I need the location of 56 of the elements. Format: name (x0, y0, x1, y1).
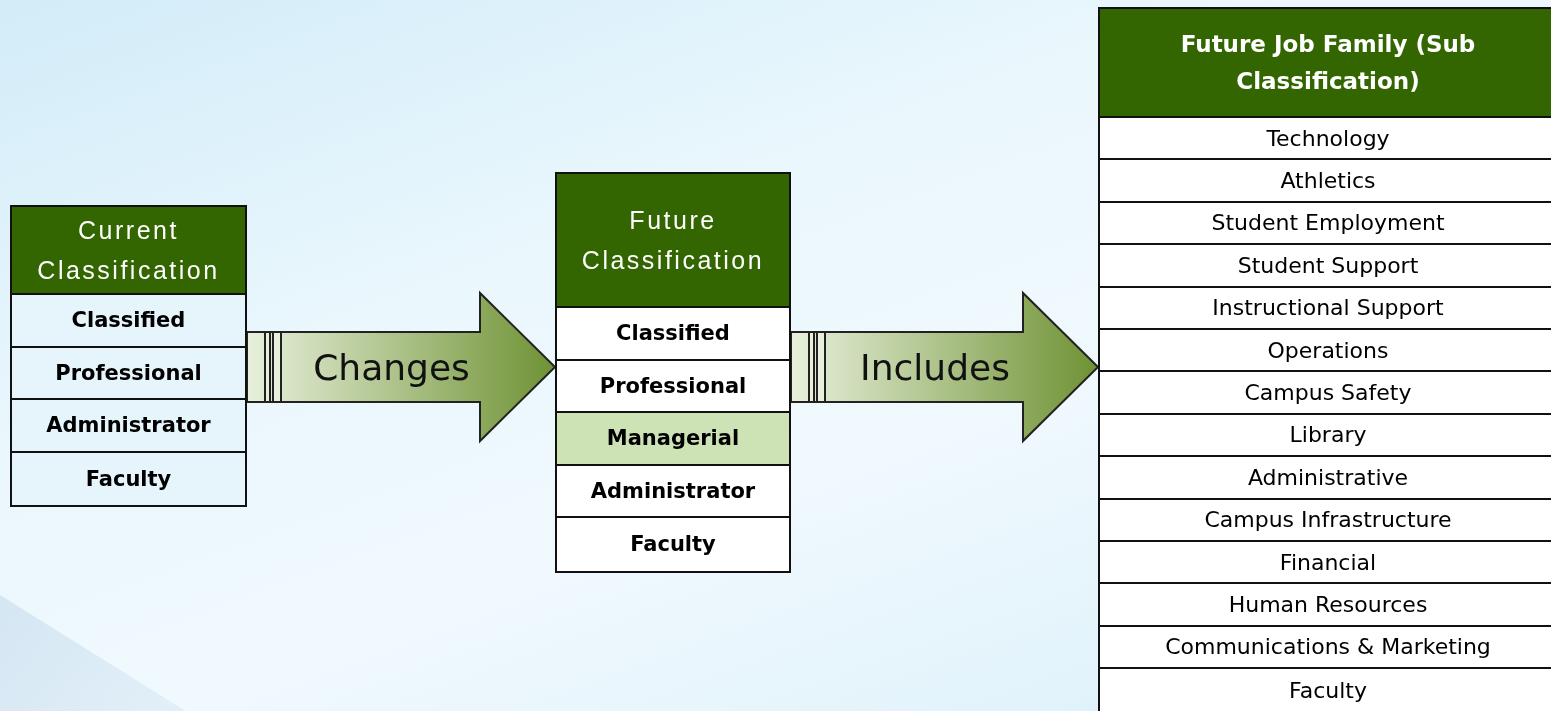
row-label: Faculty (630, 532, 716, 557)
row-label: Managerial (606, 426, 740, 451)
table-header: Future Classification (557, 174, 789, 308)
arrow-label: Includes (860, 346, 1010, 388)
row-label: Student Employment (1211, 210, 1445, 236)
table-row (1100, 584, 1551, 627)
table-row (12, 295, 245, 348)
arrow-label: Changes (313, 346, 470, 388)
table-header: Future Job Family (Sub Classification) (1100, 9, 1551, 118)
row-label: Operations (1267, 337, 1389, 363)
block-arrow (246, 290, 557, 444)
block-arrow (790, 290, 1100, 444)
row-label: Professional (55, 360, 202, 385)
table-row (1100, 626, 1551, 670)
row-label: Library (1289, 422, 1367, 448)
table-box (10, 205, 247, 507)
row-label: Student Support (1237, 252, 1419, 278)
table-row (557, 413, 789, 466)
table-row (1100, 499, 1551, 542)
table-row (557, 518, 789, 571)
table-header: Current Classification (12, 207, 245, 295)
row-label: Faculty (85, 466, 172, 491)
row-label: Campus Safety (1244, 380, 1412, 406)
table-row (1100, 414, 1551, 458)
row-label: Communications & Marketing (1165, 634, 1491, 660)
table-row (557, 308, 789, 361)
table-row (557, 465, 789, 518)
table-row (12, 400, 245, 453)
table-row (1100, 329, 1551, 373)
table-row (1100, 457, 1551, 500)
table-box (555, 172, 791, 573)
row-label: Instructional Support (1212, 295, 1444, 321)
row-label: Classified (616, 321, 730, 346)
table-row (12, 452, 245, 505)
row-label: Administrative (1247, 464, 1409, 490)
row-label: Administrator (46, 413, 211, 438)
row-label: Human Resources (1228, 592, 1428, 617)
row-label: Athletics (1280, 168, 1376, 194)
table-row (12, 347, 245, 400)
table-row (1100, 541, 1551, 585)
table-row (1100, 287, 1551, 330)
row-label: Faculty (1289, 677, 1367, 703)
row-label: Campus Infrastructure (1204, 507, 1452, 533)
table-row (1100, 202, 1551, 246)
table-row (1100, 118, 1551, 161)
table-row (1100, 160, 1551, 203)
table-row (1100, 669, 1551, 711)
table-row (1100, 372, 1551, 415)
table-row (557, 360, 789, 413)
row-label: Classified (71, 308, 186, 333)
table-row (1100, 245, 1551, 288)
row-label: Professional (599, 373, 747, 398)
table-box (1098, 7, 1551, 711)
row-label: Technology (1266, 125, 1390, 151)
row-label: Financial (1279, 549, 1377, 575)
row-label: Administrator (590, 478, 756, 503)
